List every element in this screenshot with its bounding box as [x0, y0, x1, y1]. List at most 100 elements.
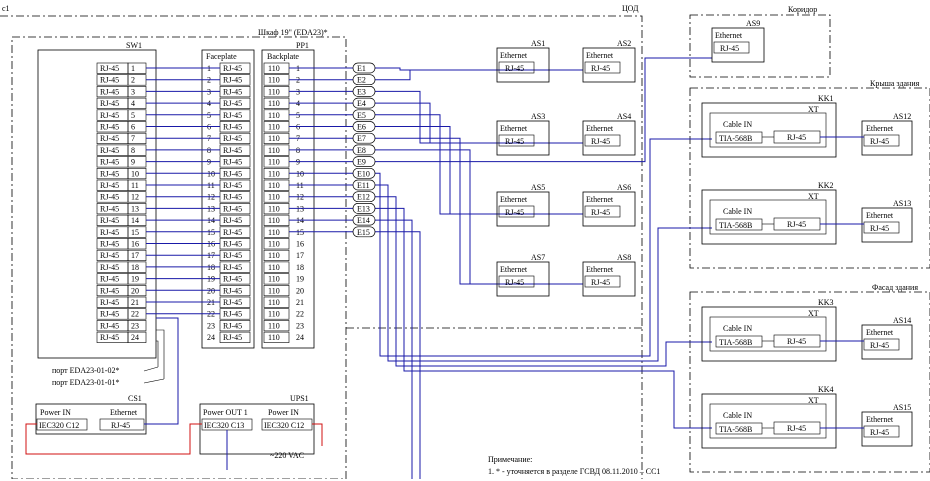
- cable-tag: [352, 74, 376, 86]
- cs1-eth-label: Ethernet: [110, 408, 138, 417]
- pp-face-header: Faceplate: [206, 52, 237, 61]
- pp-back-num: 16: [296, 240, 304, 249]
- sw-port-num: 11: [131, 181, 139, 190]
- pp-back-port: 110: [268, 310, 280, 319]
- access-switch-box: [582, 120, 636, 156]
- sw-port-label: RJ-45: [100, 310, 119, 319]
- access-switch-box: [496, 120, 550, 156]
- access-switch-port-box: [863, 425, 900, 438]
- kk-box: [701, 306, 837, 362]
- pp-face-port: RJ-45: [223, 286, 242, 295]
- kk-name: KK1: [818, 94, 834, 103]
- cable-tag-label: E6: [357, 123, 366, 132]
- ups1-iec-out: IEC320 C13: [204, 421, 244, 430]
- pp-face-port: RJ-45: [223, 76, 242, 85]
- pp-face-port: RJ-45: [223, 204, 242, 213]
- access-switch-port-box: [498, 134, 535, 147]
- access-switch-box: [861, 207, 913, 243]
- tia-label: TIA-568B: [719, 221, 752, 230]
- pp-face-port: RJ-45: [223, 158, 242, 167]
- cable-tag-label: E2: [357, 76, 366, 85]
- ups1-iec-in: IEC320 C12: [264, 421, 304, 430]
- ups1-box: [199, 403, 315, 455]
- pp-face-port: RJ-45: [223, 275, 242, 284]
- pp-back-num: 18: [296, 263, 304, 272]
- sw-port-label: RJ-45: [100, 275, 119, 284]
- pp-back-port: 110: [268, 216, 280, 225]
- access-switch-box: [496, 191, 550, 227]
- sw-port-num: 7: [131, 134, 135, 143]
- access-switch-box: [711, 27, 765, 63]
- cs1-port: RJ-45: [111, 421, 130, 430]
- cable-tag: [352, 156, 376, 167]
- sw-port-label: RJ-45: [100, 240, 119, 249]
- pp-face-num: 17: [207, 251, 215, 260]
- sw-port-label: RJ-45: [100, 64, 119, 73]
- access-switch-box: [861, 411, 913, 447]
- sw-port-num: 20: [131, 286, 139, 295]
- zone-corridor-label: Коридор: [788, 5, 817, 14]
- cable-tag-label: E7: [357, 134, 366, 143]
- access-switch-port-box: [498, 61, 535, 74]
- cable-tag: [352, 97, 376, 109]
- xt-name: XT: [808, 192, 819, 201]
- ups1-name: UPS1: [290, 394, 309, 403]
- cs1-network-cable: [144, 317, 179, 425]
- sw-port-label: RJ-45: [100, 333, 119, 342]
- pp-back-port: 110: [268, 123, 280, 132]
- sw-port-label: RJ-45: [100, 228, 119, 237]
- cable-tag-label: E12: [357, 193, 370, 202]
- port-note-1: порт EDA23-01-02*: [52, 366, 119, 375]
- access-switch-name: AS6: [617, 183, 631, 192]
- access-switch-port-box: [498, 205, 535, 218]
- pp-back-port: 110: [268, 169, 280, 178]
- access-switch-label: Ethernet: [500, 51, 528, 60]
- pp-face-port: RJ-45: [223, 134, 242, 143]
- access-switch-port: RJ-45: [505, 278, 524, 287]
- cs1-box: [35, 403, 147, 435]
- cable-tag: [352, 167, 376, 179]
- tia-label: TIA-568B: [719, 134, 752, 143]
- cable-tag: [352, 191, 376, 203]
- access-switch-port: RJ-45: [870, 428, 889, 437]
- sw-port-num: 22: [131, 310, 139, 319]
- cs1-power-in: Power IN: [40, 408, 71, 417]
- pp-back-port: 110: [268, 76, 280, 85]
- cs1-name: CS1: [128, 394, 142, 403]
- sw-port-label: RJ-45: [100, 99, 119, 108]
- cabinet-border: [11, 36, 347, 480]
- cable-tag: [352, 86, 376, 97]
- access-switch-box: [861, 324, 913, 360]
- access-switch-port: RJ-45: [870, 137, 889, 146]
- access-switch-port: RJ-45: [870, 341, 889, 350]
- pp-face-port: RJ-45: [223, 146, 242, 155]
- cable-in-label: Cable IN: [723, 207, 752, 216]
- sw-port-num: 6: [131, 123, 135, 132]
- pp-back-port: 110: [268, 193, 280, 202]
- cabinet-title: Шкаф 19" (EDA23)*: [258, 28, 328, 37]
- access-switch-port-box: [584, 134, 621, 147]
- cable-tag-label: E15: [357, 228, 370, 237]
- sw-port-num: 1: [131, 64, 135, 73]
- ups1-vac: ~220 VAC: [270, 451, 304, 460]
- access-switch-name: AS4: [617, 112, 631, 121]
- xt-box: [709, 403, 827, 439]
- zone-facade-border: [689, 291, 930, 473]
- access-switch-port: RJ-45: [505, 137, 524, 146]
- access-switch-label: Ethernet: [715, 31, 743, 40]
- cable-route: [375, 57, 712, 163]
- sw-port-num: 16: [131, 240, 139, 249]
- pp-face-port: RJ-45: [223, 298, 242, 307]
- pp-back-port: 110: [268, 134, 280, 143]
- zone-roof-border: [689, 87, 930, 269]
- sw-port-label: RJ-45: [100, 216, 119, 225]
- access-switch-name: AS14: [893, 316, 911, 325]
- kk-port: RJ-45: [787, 133, 806, 142]
- access-switch-port-box: [584, 205, 621, 218]
- cable-tag-label: E14: [357, 216, 370, 225]
- xt-name: XT: [808, 105, 819, 114]
- access-switch-label: Ethernet: [866, 211, 894, 220]
- sw-port-label: RJ-45: [100, 87, 119, 96]
- tia-box: [715, 335, 763, 348]
- pp-back-port: 110: [268, 181, 280, 190]
